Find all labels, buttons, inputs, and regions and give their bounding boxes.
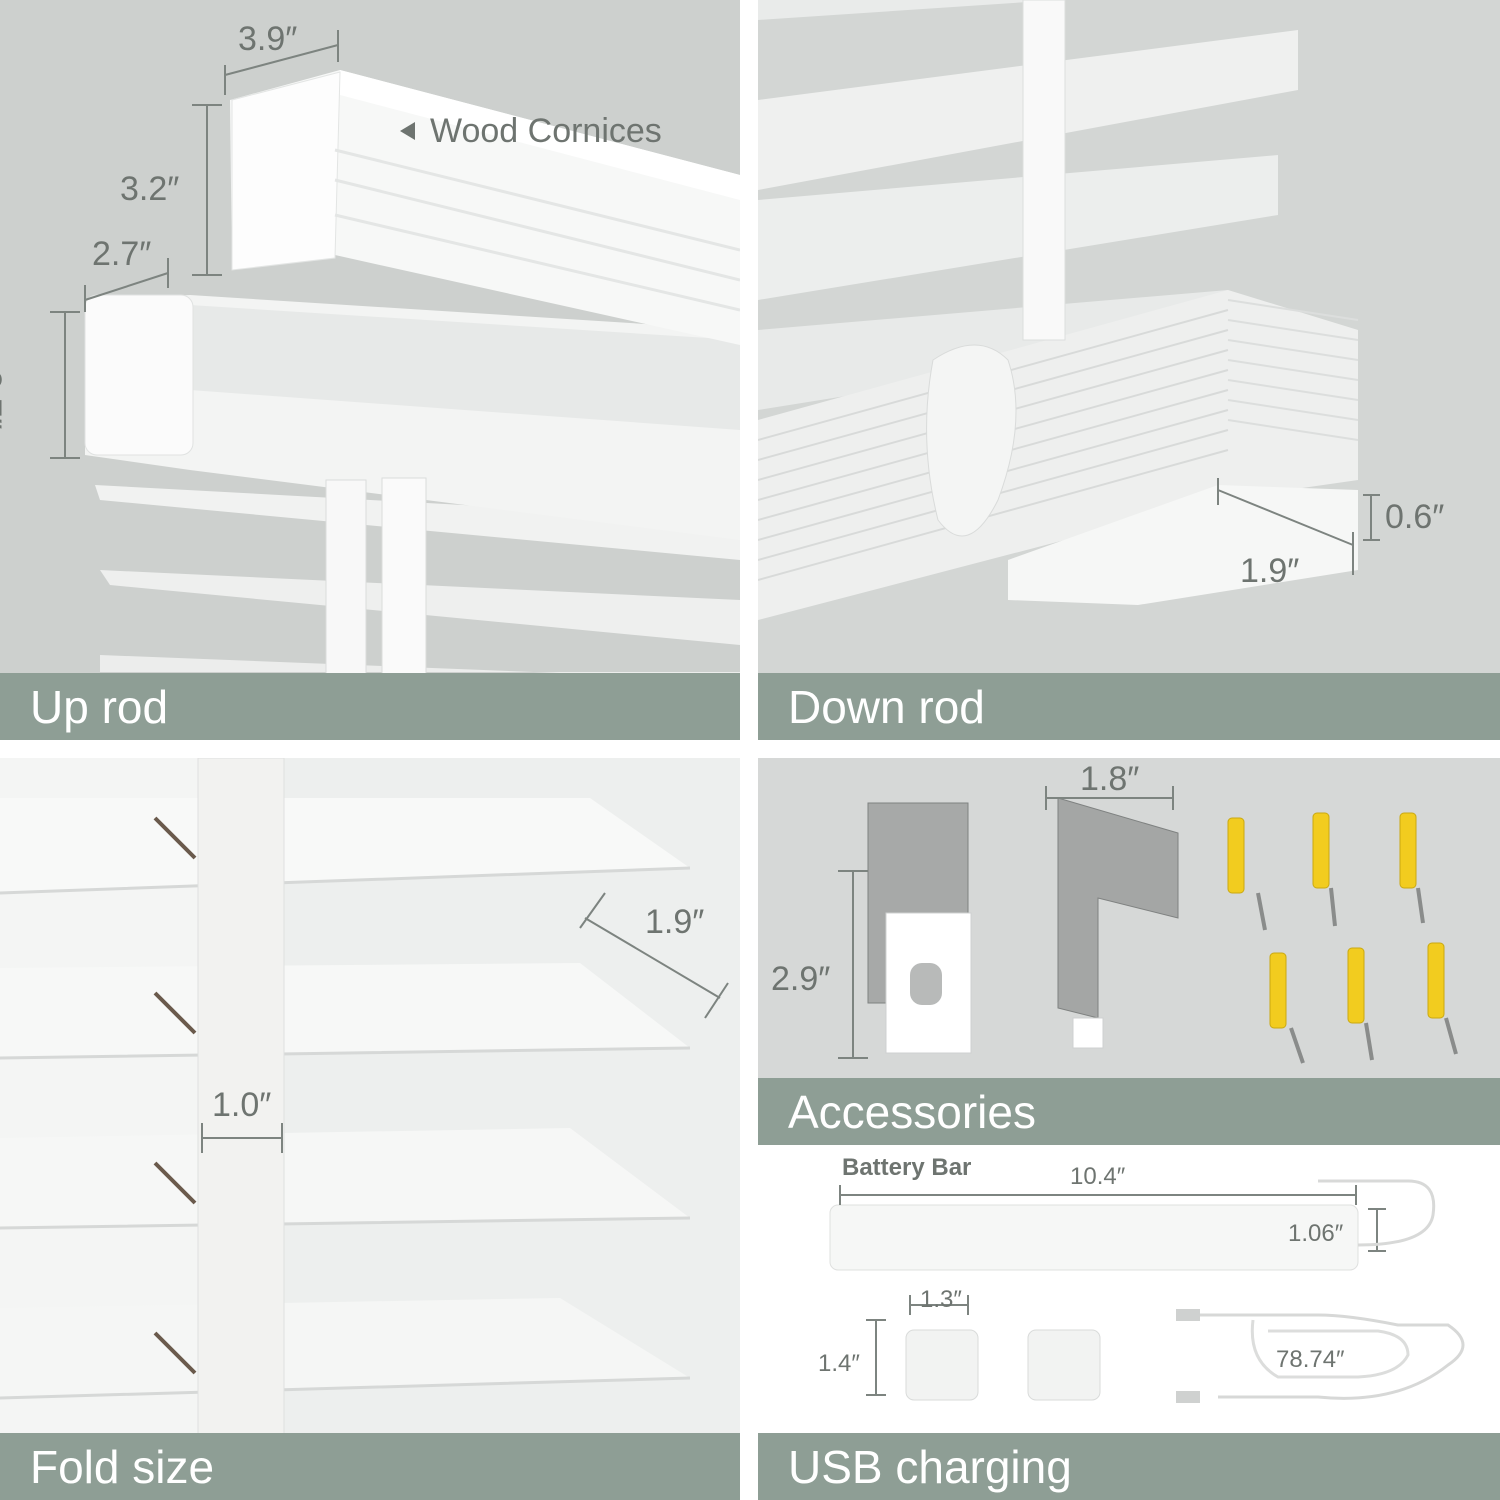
dim-battery-height: 1.06″	[1288, 1220, 1344, 1247]
left-arrow-icon	[400, 122, 415, 140]
dim-rail-width: 2.7″	[92, 235, 152, 273]
dim-rail-height: 2.7″	[0, 370, 8, 430]
dim-cornice-width: 3.9″	[238, 20, 298, 58]
dim-cornice-height: 3.2″	[120, 170, 180, 208]
banner-down-rod: Down rod	[758, 673, 1500, 740]
dim-bottom-depth: 1.9″	[1240, 552, 1300, 590]
panel-fold-size: 1.9″ 1.0″ Fold size	[0, 758, 740, 1500]
dim-bracket-width: 1.8″	[1080, 760, 1140, 798]
down-rod-illustration	[758, 0, 1500, 740]
banner-accessories: Accessories	[758, 1078, 1500, 1145]
dim-battery-length: 10.4″	[1070, 1163, 1126, 1190]
dim-bottom-thickness: 0.6″	[1385, 498, 1445, 536]
up-rod-illustration	[0, 0, 740, 740]
dim-slat-width: 1.9″	[645, 903, 705, 941]
usb-charging-illustration	[758, 1145, 1500, 1435]
dim-clip-width: 1.3″	[920, 1286, 962, 1313]
panel-down-rod: 0.6″ 1.9″ Down rod	[758, 0, 1500, 740]
accessories-illustration	[758, 758, 1500, 1078]
battery-bar-label: Battery Bar	[842, 1154, 972, 1181]
fold-size-illustration	[0, 758, 740, 1500]
dim-clip-height: 1.4″	[818, 1350, 860, 1377]
dim-bracket-height: 2.9″	[771, 960, 831, 998]
banner-fold-size: Fold size	[0, 1433, 740, 1500]
callout-wood-cornices: Wood Cornices	[430, 112, 662, 150]
panel-accessories: 1.8″ 2.9″ Accessories Battery Bar 10.4″ …	[758, 758, 1500, 1500]
banner-usb-charging: USB charging	[758, 1433, 1500, 1500]
dim-tape-width: 1.0″	[212, 1086, 272, 1124]
panel-up-rod: 3.9″ 3.2″ 2.7″ 2.7″ Wood Cornices Up rod	[0, 0, 740, 740]
banner-up-rod: Up rod	[0, 673, 740, 740]
dim-cable-length: 78.74″	[1276, 1346, 1345, 1373]
